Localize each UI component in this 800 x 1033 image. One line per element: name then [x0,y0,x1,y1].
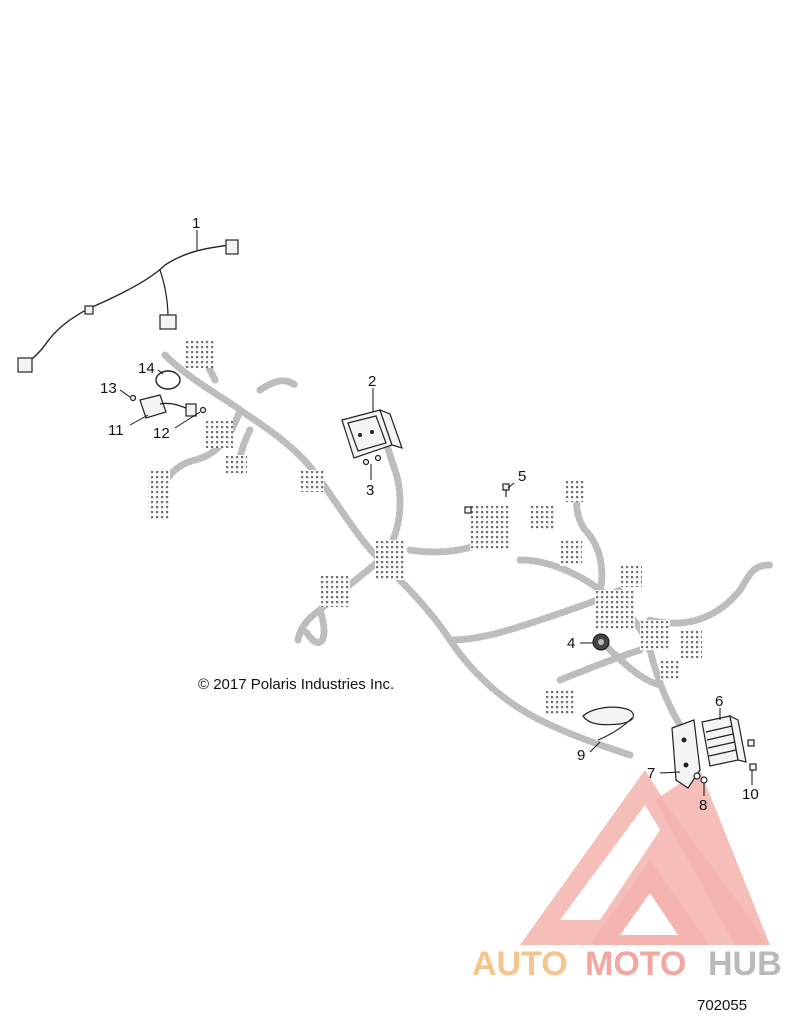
callout-label-9[interactable]: 9 [577,747,585,764]
callout-label-11[interactable]: 11 [108,422,124,439]
harness-connector-blocks [148,340,702,714]
part-8-bolts[interactable] [693,772,708,784]
callout-label-10[interactable]: 10 [742,786,759,803]
main-harness-ghost [154,341,774,759]
part-7-bracket[interactable] [671,719,701,789]
part-12-clip[interactable] [199,406,207,414]
callout-label-14[interactable]: 14 [138,360,155,377]
copyright-text: © 2017 Polaris Industries Inc. [198,676,394,693]
watermark-logo: AUTO MOTO HUB [472,770,782,983]
callout-label-13[interactable]: 13 [100,380,117,397]
watermark-text-hub: HUB [708,945,782,983]
watermark-text-auto: AUTO [472,945,568,983]
callout-label-1[interactable]: 1 [192,215,200,232]
callout-label-3[interactable]: 3 [366,482,374,499]
part-4-grommet[interactable] [592,633,610,651]
part-11-connector[interactable] [139,394,197,419]
part-14-o-ring[interactable] [155,370,181,390]
callout-label-4[interactable]: 4 [567,635,575,652]
part-6-voltage-regulator[interactable] [701,714,747,767]
part-10-screws[interactable] [747,739,757,771]
callout-leaders [119,230,753,796]
callout-label-6[interactable]: 6 [715,693,723,710]
part-2-ecu-module[interactable] [341,408,403,459]
part-13-fastener[interactable] [129,394,137,402]
callout-label-5[interactable]: 5 [518,468,526,485]
callout-label-7[interactable]: 7 [647,765,655,782]
watermark-text-moto: MOTO [585,945,686,983]
part-9-seal[interactable] [582,706,635,741]
figure-number: 702055 [697,997,747,1014]
part-3-screws[interactable] [362,454,382,466]
part-1-front-harness[interactable] [17,239,239,373]
callout-labels: 1 2 3 4 5 6 7 8 9 10 11 12 13 14 [100,215,759,814]
callout-label-2[interactable]: 2 [368,373,376,390]
callout-label-8[interactable]: 8 [699,797,707,814]
callout-label-12[interactable]: 12 [153,425,170,442]
